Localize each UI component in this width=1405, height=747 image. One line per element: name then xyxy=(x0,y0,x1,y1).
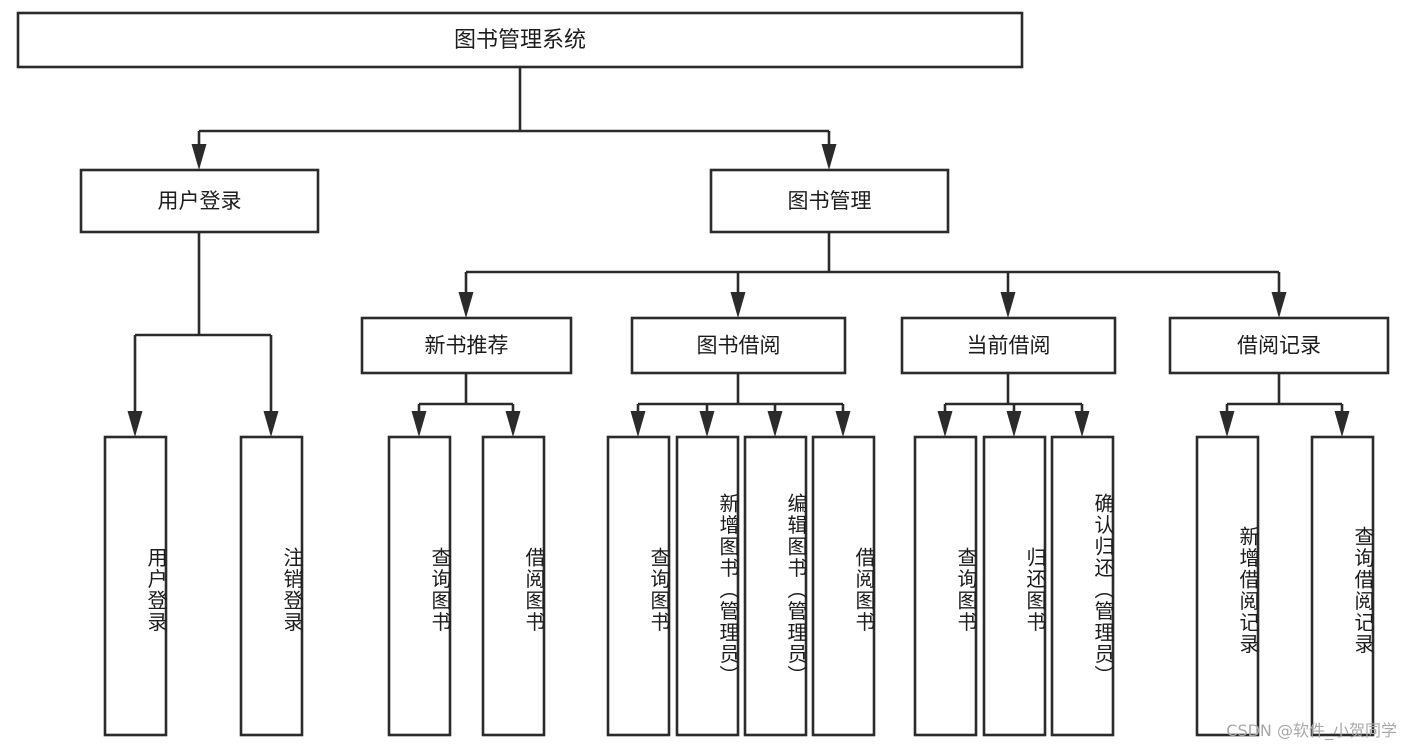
login-branch-0-arrow-icon xyxy=(127,411,143,437)
node-box-leaf-0[interactable] xyxy=(103,435,168,737)
manage-branch-2-arrow-icon xyxy=(1000,292,1016,318)
node-box-leaf-12[interactable] xyxy=(1310,435,1375,737)
borrow-branch-0-arrow-icon xyxy=(630,411,646,437)
csdn-watermark: CSDN @软件_小贺同学 xyxy=(1226,721,1397,740)
node-box-level2-0[interactable] xyxy=(79,168,320,234)
node-box-leaf-7[interactable] xyxy=(811,435,876,737)
root-branch-0-arrow-icon xyxy=(191,144,207,170)
node-label-level3-3: 借阅记录 xyxy=(1237,334,1321,358)
node-box-root[interactable] xyxy=(16,11,1024,69)
node-box-level3-2[interactable] xyxy=(900,316,1117,375)
current-branch-0-arrow-icon xyxy=(937,411,953,437)
borrow-branch-2-arrow-icon xyxy=(767,411,783,437)
root-branch-1-arrow-icon xyxy=(821,144,837,170)
node-box-leaf-10[interactable] xyxy=(1050,435,1115,737)
newbook-branch-0-arrow-icon xyxy=(411,411,427,437)
node-label-level2-1: 图书管理 xyxy=(788,189,872,213)
record-branch-1-arrow-icon xyxy=(1334,411,1350,437)
node-box-leaf-5[interactable] xyxy=(675,435,740,737)
node-label-level3-1: 图书借阅 xyxy=(697,334,781,358)
manage-branch-1-arrow-icon xyxy=(730,292,746,318)
node-box-level3-0[interactable] xyxy=(360,316,573,375)
newbook-branch-1-arrow-icon xyxy=(505,411,521,437)
node-box-level3-3[interactable] xyxy=(1168,316,1390,375)
borrow-branch-1-arrow-icon xyxy=(699,411,715,437)
manage-branch-0-arrow-icon xyxy=(458,292,474,318)
borrow-branch-3-arrow-icon xyxy=(835,411,851,437)
node-label-level3-2: 当前借阅 xyxy=(967,334,1051,358)
connectors-layer xyxy=(127,67,1350,437)
node-box-leaf-9[interactable] xyxy=(982,435,1047,737)
node-box-level2-1[interactable] xyxy=(709,168,950,234)
boxes-layer xyxy=(16,11,1390,737)
node-box-leaf-8[interactable] xyxy=(913,435,978,737)
current-branch-1-arrow-icon xyxy=(1006,411,1022,437)
node-box-leaf-1[interactable] xyxy=(239,435,304,737)
login-branch-1-arrow-icon xyxy=(263,411,279,437)
node-box-leaf-4[interactable] xyxy=(606,435,671,737)
node-label-level2-0: 用户登录 xyxy=(158,189,242,213)
node-box-level3-1[interactable] xyxy=(630,316,847,375)
current-branch-2-arrow-icon xyxy=(1074,411,1090,437)
node-box-leaf-3[interactable] xyxy=(481,435,546,737)
node-label-level3-0: 新书推荐 xyxy=(425,334,509,358)
node-box-leaf-2[interactable] xyxy=(387,435,452,737)
node-box-leaf-6[interactable] xyxy=(743,435,808,737)
record-branch-0-arrow-icon xyxy=(1219,411,1235,437)
manage-branch-3-arrow-icon xyxy=(1271,292,1287,318)
node-box-leaf-11[interactable] xyxy=(1195,435,1260,737)
node-label-root: 图书管理系统 xyxy=(454,28,586,53)
